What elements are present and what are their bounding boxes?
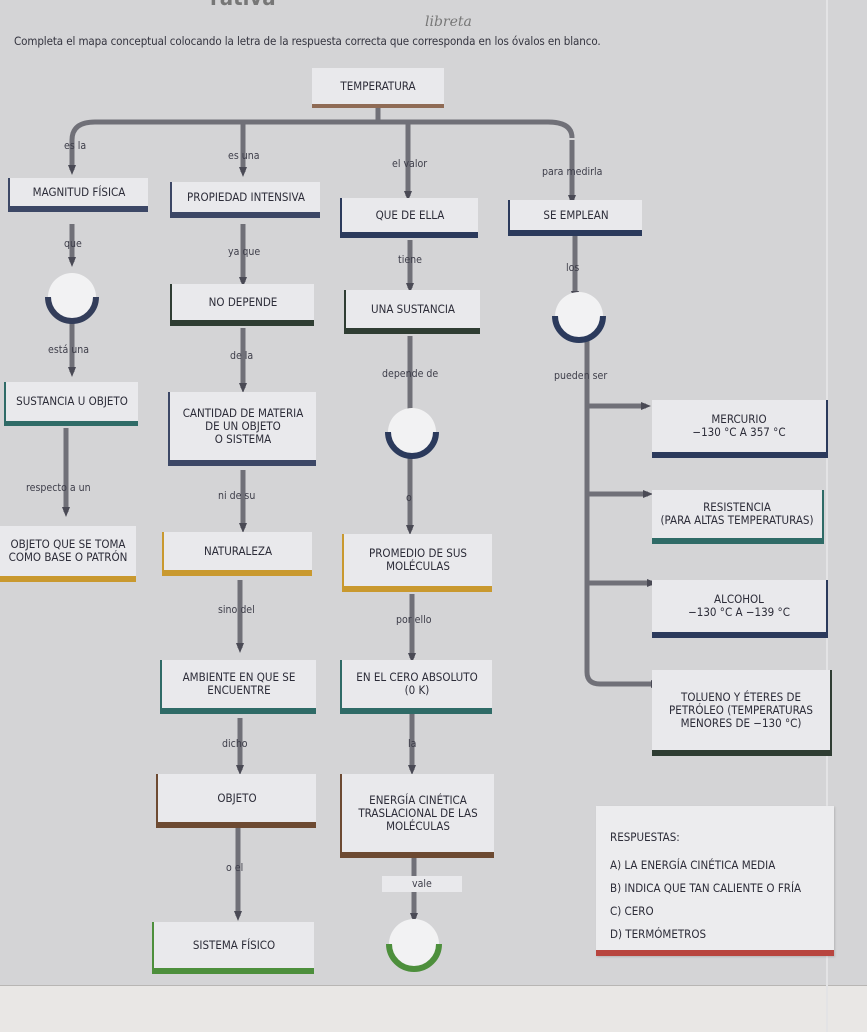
node-no-depende: NO DEPENDE — [170, 284, 314, 326]
node-label: TEMPERATURA — [340, 78, 416, 93]
node-label: SISTEMA FÍSICO — [192, 937, 276, 952]
node-label: ALCOHOL −130 °C A −139 °C — [688, 592, 790, 619]
node-label: MAGNITUD FÍSICA — [32, 184, 126, 199]
answer-option-d[interactable]: D) TERMÓMETROS — [610, 927, 707, 941]
blank-oval-2 — [552, 315, 606, 343]
node-propiedad-intensiva: PROPIEDAD INTENSIVA — [170, 182, 320, 218]
answer-option-c[interactable]: C) CERO — [610, 904, 654, 918]
node-label: OBJETO QUE SE TOMA COMO BASE O PATRÓN — [8, 537, 128, 564]
connector-es-la: es la — [64, 140, 87, 152]
connector-que: que — [64, 238, 82, 250]
connector-el-valor: el valor — [392, 158, 428, 170]
connector-la: la — [408, 738, 417, 750]
connector-respecto-a-un: respecto a un — [26, 482, 91, 494]
connector-dicho: dicho — [222, 738, 248, 750]
instructions: Completa el mapa conceptual colocando la… — [14, 34, 601, 48]
node-label: EN EL CERO ABSOLUTO (0 K) — [356, 670, 478, 697]
node-label: UNA SUSTANCIA — [371, 301, 455, 316]
node-label: SE EMPLEAN — [543, 207, 609, 222]
connector-depende-de: depende de — [382, 368, 439, 380]
connector-de-la: de la — [230, 350, 254, 362]
connector-sino-del: sino del — [218, 604, 255, 616]
connector-ya-que: ya que — [228, 246, 261, 258]
node-label: QUE DE ELLA — [375, 207, 445, 222]
node-label: OBJETO — [217, 790, 257, 805]
connector-es-una: es una — [228, 150, 260, 162]
answers-panel: RESPUESTAS: A) LA ENERGÍA CINÉTICA MEDIA… — [596, 806, 834, 956]
node-label: CANTIDAD DE MATERIA DE UN OBJETO O SISTE… — [182, 405, 304, 446]
connector-o-el: o el — [226, 862, 244, 874]
connector-pueden-ser: pueden ser — [554, 370, 608, 382]
node-que-de-ella: QUE DE ELLA — [340, 198, 478, 238]
node-label: ENERGÍA CINÉTICA TRASLACIONAL DE LAS MOL… — [358, 792, 478, 833]
node-cantidad-materia: CANTIDAD DE MATERIA DE UN OBJETO O SISTE… — [168, 392, 316, 466]
connector-vale: vale — [382, 876, 462, 892]
node-naturaleza: NATURALEZA — [162, 532, 312, 576]
node-label: PROMEDIO DE SUS MOLÉCULAS — [369, 546, 467, 573]
node-energia-cinetica: ENERGÍA CINÉTICA TRASLACIONAL DE LAS MOL… — [340, 774, 494, 858]
node-label: AMBIENTE EN QUE SE ENCUENTRE — [182, 670, 296, 697]
node-sustancia-u-objeto: SUSTANCIA U OBJETO — [4, 382, 138, 426]
connector-los: los — [566, 262, 580, 274]
node-alcohol: ALCOHOL −130 °C A −139 °C — [652, 580, 828, 638]
connector-esta-una: está una — [48, 344, 89, 356]
page-bottom — [0, 985, 867, 1032]
answers-title: RESPUESTAS: — [610, 830, 680, 844]
answer-option-a[interactable]: A) LA ENERGÍA CINÉTICA MEDIA — [610, 858, 776, 872]
answer-option-b[interactable]: B) INDICA QUE TAN CALIENTE O FRÍA — [610, 881, 802, 895]
node-objeto: OBJETO — [156, 774, 316, 828]
node-sistema-fisico: SISTEMA FÍSICO — [152, 922, 314, 974]
node-magnitud-fisica: MAGNITUD FÍSICA — [8, 178, 148, 212]
node-label: PROPIEDAD INTENSIVA — [187, 189, 305, 204]
node-resistencia: RESISTENCIA (PARA ALTAS TEMPERATURAS) — [652, 490, 824, 544]
node-una-sustancia: UNA SUSTANCIA — [344, 290, 480, 334]
node-se-emplean: SE EMPLEAN — [508, 200, 642, 236]
handwritten-note: libreta — [425, 14, 472, 30]
node-objeto-patron: OBJETO QUE SE TOMA COMO BASE O PATRÓN — [0, 526, 136, 582]
connector-para-medirla: para medirla — [542, 166, 603, 178]
node-label: SUSTANCIA U OBJETO — [16, 394, 128, 408]
section-header-fragment: rativa — [210, 0, 276, 11]
node-label: NATURALEZA — [203, 543, 273, 558]
node-label: MERCURIO −130 °C A 357 °C — [692, 412, 786, 439]
connector-o: o — [406, 492, 412, 504]
connector-ni-de-su: ni de su — [218, 490, 256, 502]
node-mercurio: MERCURIO −130 °C A 357 °C — [652, 400, 828, 458]
connector-por-ello: por ello — [396, 614, 432, 626]
node-label: RESISTENCIA (PARA ALTAS TEMPERATURAS) — [660, 500, 814, 527]
blank-oval-3 — [385, 431, 439, 459]
blank-oval-1 — [45, 296, 99, 324]
connector-tiene: tiene — [398, 254, 422, 266]
node-promedio-moleculas: PROMEDIO DE SUS MOLÉCULAS — [342, 534, 492, 592]
node-cero-absoluto: EN EL CERO ABSOLUTO (0 K) — [340, 660, 492, 714]
node-ambiente: AMBIENTE EN QUE SE ENCUENTRE — [160, 660, 316, 714]
margin-rule — [826, 0, 828, 1032]
node-tolueno: TOLUENO Y ÉTERES DE PETRÓLEO (TEMPERATUR… — [652, 670, 832, 756]
node-label: TOLUENO Y ÉTERES DE PETRÓLEO (TEMPERATUR… — [669, 689, 813, 730]
node-label: NO DEPENDE — [208, 294, 278, 309]
blank-oval-4 — [386, 943, 442, 972]
node-temperatura: TEMPERATURA — [312, 68, 444, 108]
